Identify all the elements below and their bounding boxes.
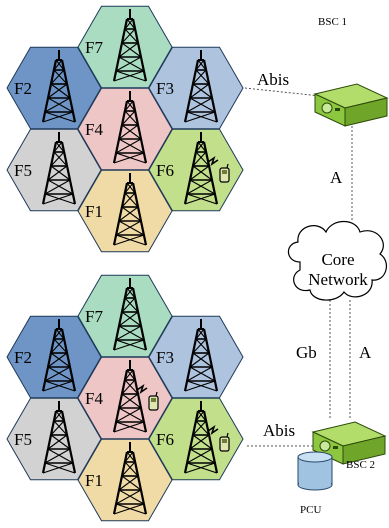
bottom-cell-f1: F1 <box>77 438 173 522</box>
pcu-label: PCU <box>300 504 321 516</box>
top-cell-f5: F5 <box>6 128 102 212</box>
top-cell-f6-label: F6 <box>156 161 174 180</box>
top-cell-f4-label: F4 <box>85 120 103 139</box>
bottom-cell-f2-label: F2 <box>14 348 32 367</box>
top-cell-f2-hexagon <box>6 46 102 130</box>
top-cell-f5-label: F5 <box>14 161 32 180</box>
links-layer <box>244 87 353 447</box>
bottom-cell-f4-label: F4 <box>85 389 103 408</box>
top-cell-f2-label: F2 <box>14 79 32 98</box>
bsc1-device-icon <box>313 83 389 127</box>
bottom-cell-f7-hexagon <box>77 274 173 358</box>
top-cell-f3: F3 <box>148 46 244 130</box>
top-cell-f1: F1 <box>77 169 173 253</box>
top-cell-f7: F7 <box>77 5 173 89</box>
top-cell-f3-label: F3 <box>156 79 174 98</box>
nodes-layer <box>287 83 389 491</box>
top-cell-f5-hexagon <box>6 128 102 212</box>
abis-top-link <box>244 87 321 97</box>
bottom-cell-f6: F6 <box>148 397 244 481</box>
bottom-cell-f6-label: F6 <box>156 430 174 449</box>
top-cell-f6-hexagon <box>148 128 244 212</box>
abis-top-label: Abis <box>257 70 289 89</box>
bsc2-device-icon <box>311 421 387 465</box>
bottom-cell-f2: F2 <box>6 315 102 399</box>
bottom-cell-f1-hexagon <box>77 438 173 522</box>
bottom-cell-f7: F7 <box>77 274 173 358</box>
core-network-label-line2: Network <box>308 270 368 289</box>
top-cell-f7-label: F7 <box>85 38 103 57</box>
bottom-cell-f4-hexagon <box>77 356 173 440</box>
pcu-database-icon <box>297 451 333 491</box>
bottom-cell-f2-hexagon <box>6 315 102 399</box>
core-network-label-line1: Core <box>321 250 354 269</box>
bottom-cell-f3: F3 <box>148 315 244 399</box>
bottom-cell-f5-label: F5 <box>14 430 32 449</box>
top-cell-f4-hexagon <box>77 87 173 171</box>
bottom-cell-f6-hexagon <box>148 397 244 481</box>
bottom-cell-f7-label: F7 <box>85 307 103 326</box>
top-cell-f4: F4 <box>77 87 173 171</box>
top-cell-f7-hexagon <box>77 5 173 89</box>
top-cell-f2: F2 <box>6 46 102 130</box>
a-top-label: A <box>330 168 343 187</box>
bottom-cell-f5-hexagon <box>6 397 102 481</box>
top-cell-f3-hexagon <box>148 46 244 130</box>
top-cell-f1-hexagon <box>77 169 173 253</box>
top-cell-f1-label: F1 <box>85 202 103 221</box>
bottom-cell-f3-label: F3 <box>156 348 174 367</box>
a-bottom-label: A <box>359 343 372 362</box>
core-network-cloud-icon <box>287 220 388 301</box>
bottom-cell-f5: F5 <box>6 397 102 481</box>
bsc1-label: BSC 1 <box>318 16 347 28</box>
bsc2-label: BSC 2 <box>346 459 375 471</box>
bottom-cell-f1-label: F1 <box>85 471 103 490</box>
gb-label: Gb <box>296 343 317 362</box>
top-cell-f6: F6 <box>148 128 244 212</box>
bottom-cell-f4: F4 <box>77 356 173 440</box>
abis-bottom-label: Abis <box>263 421 295 440</box>
bottom-cell-f3-hexagon <box>148 315 244 399</box>
